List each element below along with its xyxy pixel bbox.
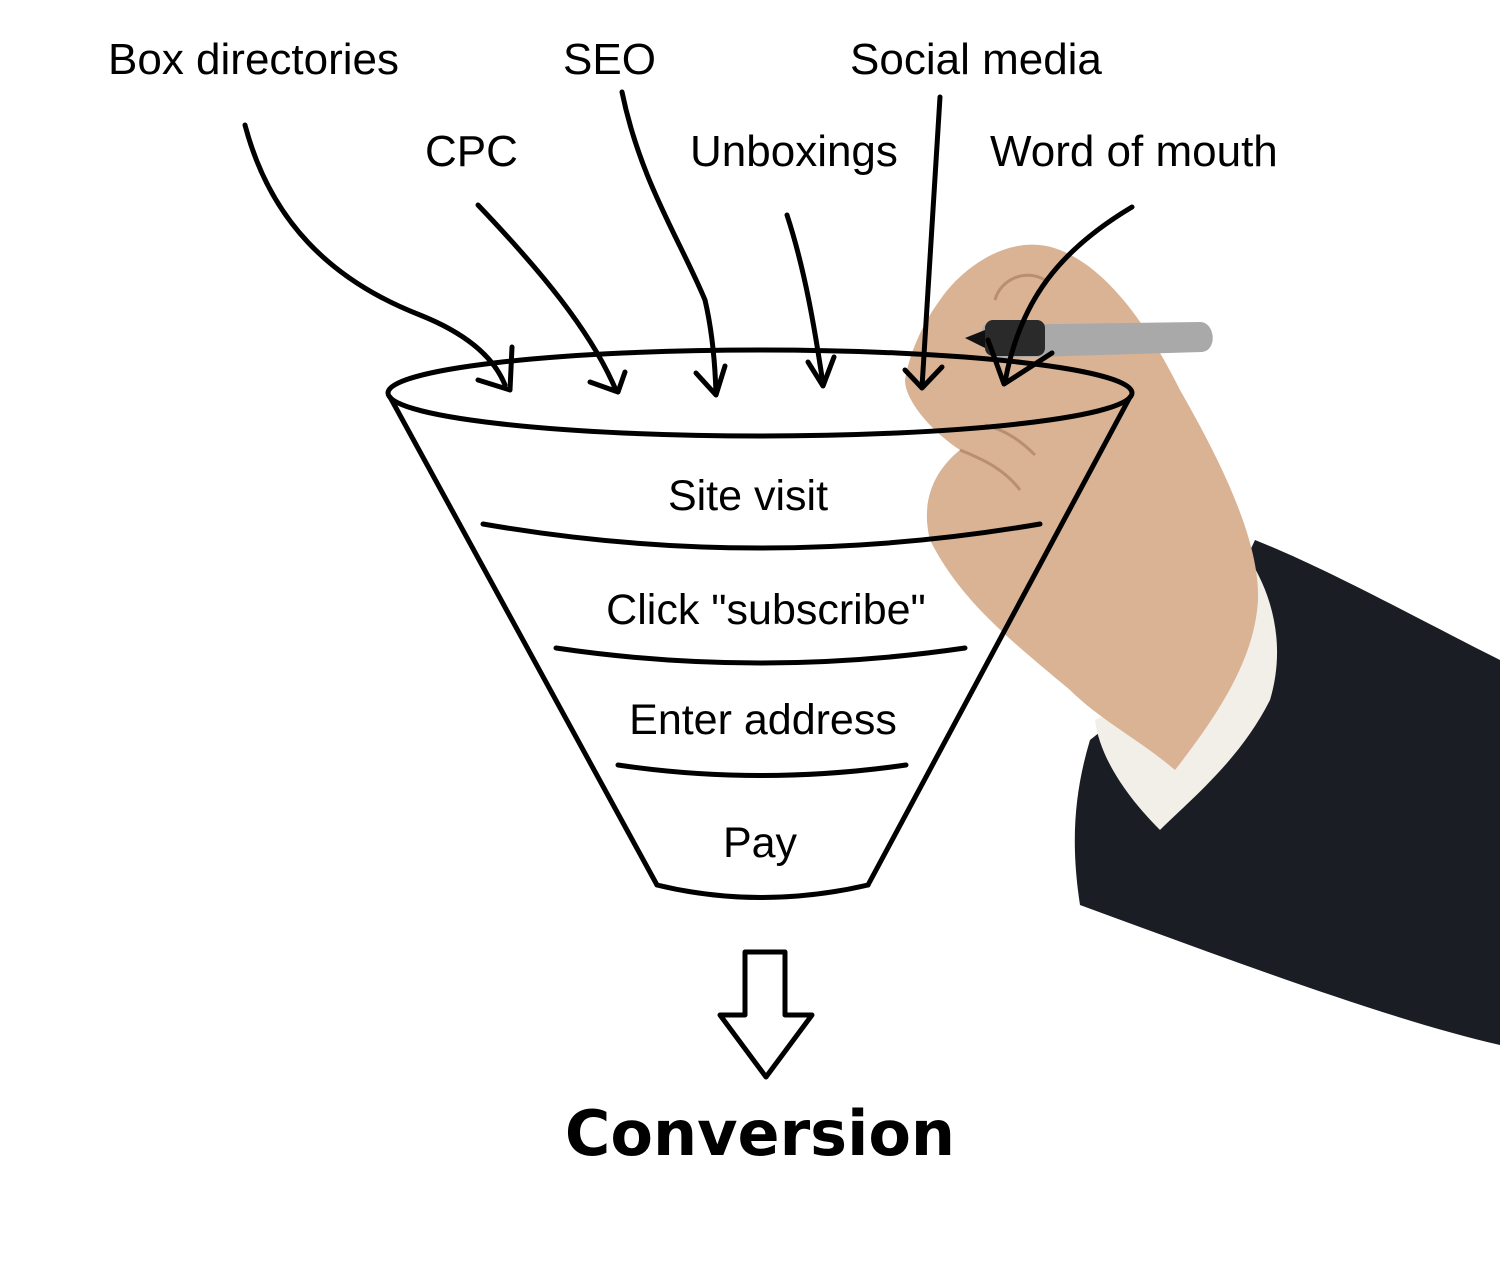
source-label-word-of-mouth: Word of mouth [990,127,1278,176]
source-label-social-media: Social media [850,35,1102,84]
outcome-label-conversion: Conversion [565,1097,955,1170]
down-arrow-icon [717,949,815,1080]
arrow-social-media [919,94,943,390]
source-label-unboxings: Unboxings [690,127,898,176]
funnel-bottom [654,882,871,900]
arrow-unboxings [784,212,826,387]
funnel-rim [385,347,1135,439]
arrow-head-word-of-mouth [985,337,1055,387]
stage-label-pay: Pay [723,819,798,867]
stage-label-site-visit: Site visit [668,472,828,520]
stage-label-click-subscribe: Click "subscribe" [606,586,926,634]
funnel-left-edge [387,394,660,888]
source-label-box-directories: Box directories [108,35,399,84]
arrow-head-unboxings [805,354,837,389]
arrow-cpc [475,202,618,391]
funnel-band-3 [615,762,909,778]
source-label-seo: SEO [563,35,656,84]
arrow-word-of-mouth [1002,204,1135,385]
source-arrows [242,89,1135,398]
stage-label-enter-address: Enter address [629,696,897,744]
arrow-head-seo [693,363,728,398]
arrow-box-directories [242,122,508,388]
funnel [385,347,1135,900]
funnel-band-2 [553,645,968,666]
arrow-head-cpc [587,369,628,395]
funnel-band-1 [480,521,1043,551]
arrow-seo [619,89,719,397]
hand-with-marker-icon [905,244,1500,1045]
arrow-head-social-media [902,364,945,391]
arrow-head-box-directories [475,344,515,393]
funnel-right-edge [865,394,1133,888]
source-label-cpc: CPC [425,127,518,176]
